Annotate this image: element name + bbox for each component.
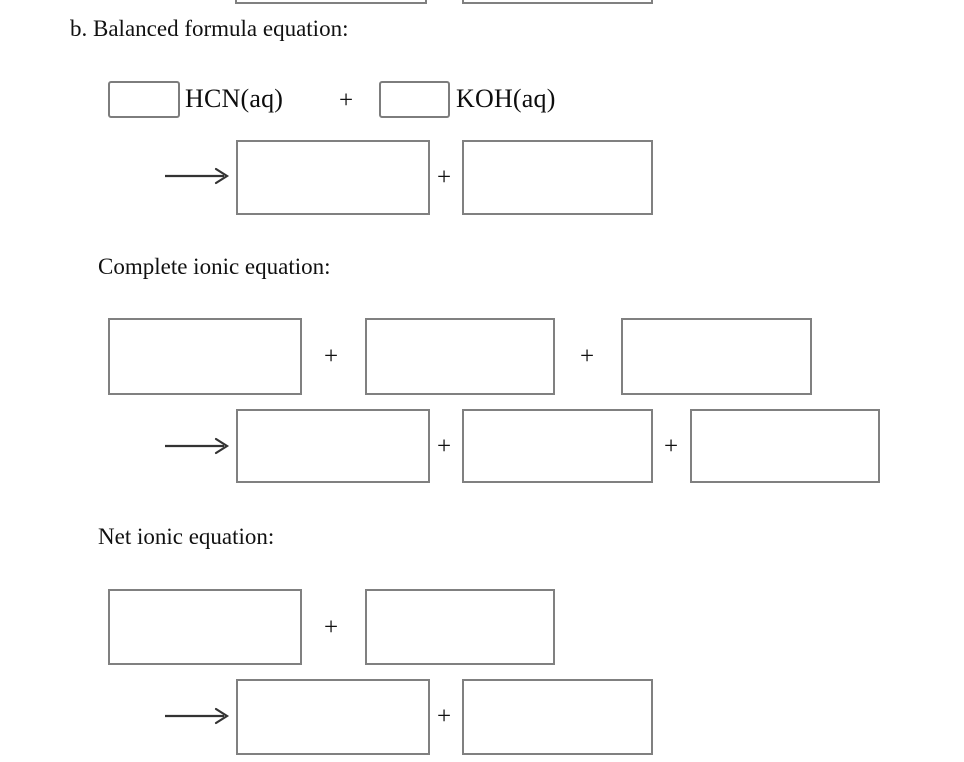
plus-sign-products: +: [437, 164, 452, 191]
complete-ionic-heading: Complete ionic equation:: [98, 254, 331, 279]
reaction-arrow-icon: [164, 166, 230, 186]
plus-sign-ni-products: +: [437, 703, 452, 730]
reaction-arrow-icon-net-ionic: [164, 706, 230, 726]
complete-ionic-product-box-1[interactable]: [236, 409, 430, 483]
reactant-label-koh: KOH(aq): [456, 84, 556, 113]
plus-sign-ci-products-2: +: [664, 433, 679, 460]
plus-sign-ci-reactants-2: +: [580, 343, 595, 370]
complete-ionic-reactant-box-3[interactable]: [621, 318, 812, 395]
previous-answer-box-2[interactable]: [462, 0, 653, 4]
plus-sign-ci-reactants-1: +: [324, 343, 339, 370]
plus-sign-reactants: +: [339, 87, 354, 114]
part-b-heading: b. Balanced formula equation:: [70, 16, 349, 41]
complete-ionic-reactant-box-1[interactable]: [108, 318, 302, 395]
balanced-coefficient-box-2[interactable]: [379, 81, 450, 118]
net-ionic-reactant-box-1[interactable]: [108, 589, 302, 665]
net-ionic-product-box-2[interactable]: [462, 679, 653, 755]
balanced-product-box-1[interactable]: [236, 140, 430, 215]
net-ionic-heading: Net ionic equation:: [98, 524, 275, 549]
complete-ionic-product-box-3[interactable]: [690, 409, 880, 483]
balanced-coefficient-box-1[interactable]: [108, 81, 180, 118]
complete-ionic-product-box-2[interactable]: [462, 409, 653, 483]
net-ionic-reactant-box-2[interactable]: [365, 589, 555, 665]
previous-answer-box-1[interactable]: [235, 0, 427, 4]
balanced-product-box-2[interactable]: [462, 140, 653, 215]
reaction-arrow-icon-complete-ionic: [164, 436, 230, 456]
reactant-label-hcn: HCN(aq): [185, 84, 284, 113]
net-ionic-product-box-1[interactable]: [236, 679, 430, 755]
complete-ionic-reactant-box-2[interactable]: [365, 318, 555, 395]
plus-sign-ci-products-1: +: [437, 433, 452, 460]
plus-sign-ni-reactants: +: [324, 614, 339, 641]
